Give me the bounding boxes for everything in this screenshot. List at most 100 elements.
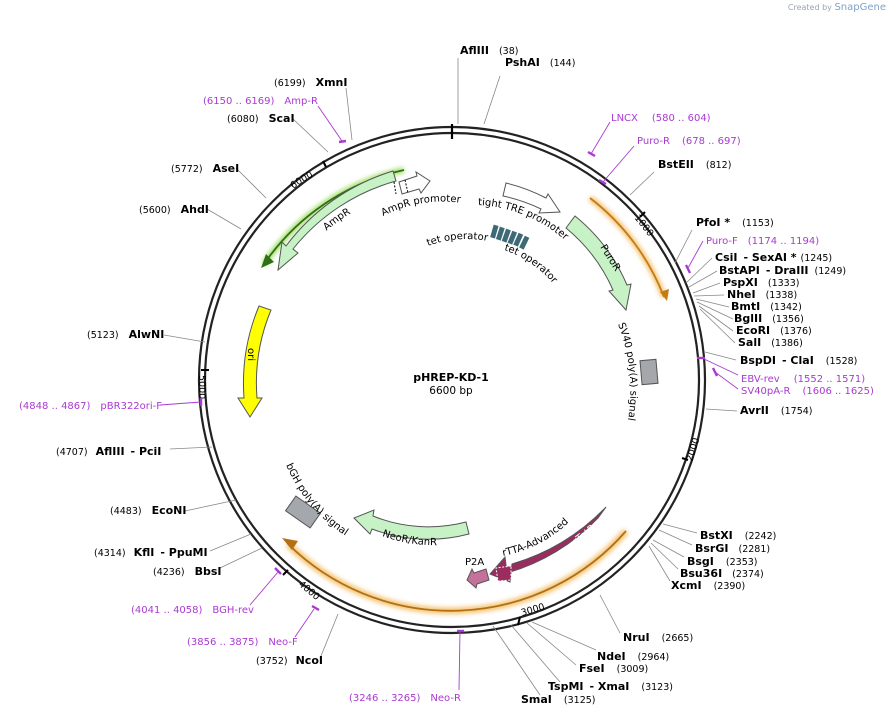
primer-lncx-range: (580 .. 604): [652, 113, 711, 124]
primer-neo-f-range: (3856 .. 3875): [187, 637, 259, 648]
tet-operator-block: [490, 224, 499, 239]
site-pshAI-pos: (144): [550, 58, 576, 69]
site-nruI-name: NruI: [623, 631, 650, 644]
orf-arcs: [261, 167, 669, 615]
primer-bgh-rev: (4041 .. 4058)BGH-rev: [131, 605, 254, 616]
plasmid-length: 6600 bp: [429, 385, 473, 397]
site-bstAPI-name: BstAPI: [719, 264, 760, 277]
tet-operator-block: [501, 228, 511, 243]
leader-bsu36I: [650, 542, 679, 570]
site-nheI: NheI(1338): [727, 288, 797, 301]
site-bsrGI: BsrGI(2281): [695, 542, 770, 555]
primer-neo-r: (3246 .. 3265)Neo-R: [349, 693, 461, 704]
primer-mark-bgh-rev: [274, 567, 282, 575]
site-bbsI-pos: (4236): [153, 567, 185, 578]
rtta-orf-arrowhead: [282, 538, 298, 550]
primer-puro-r-range: (678 .. 697): [682, 136, 741, 147]
site-csiI-pos: (1245): [801, 253, 833, 264]
site-bsgI: BsgI(2353): [687, 555, 758, 568]
primer-ebv-rev: EBV-rev(1552 .. 1571): [741, 374, 865, 385]
site-bglII-pos: (1356): [772, 314, 804, 325]
restriction-sites: AflIII(38) PshAI(144) BstEII(812) PfoI *…: [56, 44, 857, 706]
site-aseI-pos: (5772): [171, 164, 203, 175]
site-xcmI-pos: (2390): [714, 581, 746, 592]
leader-aseI: [235, 167, 267, 199]
site-smaI-name: SmaI: [521, 693, 552, 706]
site-pspXI: PspXI(1333): [723, 276, 799, 289]
site-alwNI-pos: (5123): [87, 330, 119, 341]
tick-mark-1000: [639, 211, 646, 218]
site-nheI-pos: (1338): [766, 290, 798, 301]
primer-puro-r-name: Puro-R: [637, 136, 670, 147]
site-aflIII-2-pos: (4707): [56, 447, 88, 458]
site-tspMI: TspMI- XmaI(3123): [548, 680, 673, 693]
site-xmaI-name: - XmaI: [590, 680, 630, 693]
primer-neo-r-range: (3246 .. 3265): [349, 693, 421, 704]
primer-leader-amp-r: [317, 105, 343, 142]
primer-leader-puro-f: [687, 240, 704, 269]
leader-nruI: [599, 594, 621, 634]
site-bbsI: (4236)BbsI: [153, 565, 222, 578]
site-scaI: (6080)ScaI: [227, 112, 295, 125]
label-p2a: P2A: [465, 557, 484, 568]
tet-operator-block: [519, 235, 530, 250]
leader-bsrGI: [658, 529, 693, 546]
site-ahdI-pos: (5600): [139, 205, 171, 216]
site-xcmI-name: XcmI: [671, 579, 702, 592]
coordinate-ticks: 1000 2000 3000 4000 5000 6000: [196, 160, 702, 626]
leader-ndeI: [531, 621, 597, 651]
credit-prefix: Created by: [787, 3, 832, 12]
primer-mark-puro-r: [598, 178, 607, 186]
site-alwNI-name: AlwNI: [129, 328, 165, 341]
site-fseI-name: FseI: [579, 662, 605, 675]
leader-ncoI: [320, 613, 339, 657]
site-pshAI-name: PshAI: [505, 56, 540, 69]
tet-operator-block: [495, 226, 505, 241]
site-bmtI-pos: (1342): [770, 302, 802, 313]
credit-brand: SnapGene: [834, 2, 886, 13]
site-pshAI: PshAI (144): [505, 56, 575, 69]
site-avrII: AvrII(1754): [740, 404, 813, 417]
label-ampr-promoter: AmpR promoter: [379, 193, 462, 218]
site-aflIII-pciI: (4707)AflIII- PciI: [56, 445, 161, 458]
primer-lncx-name: LNCX: [611, 113, 638, 124]
primer-lncx: LNCX (580 .. 604): [611, 113, 711, 124]
site-ncoI-pos: (3752): [256, 656, 288, 667]
primer-leader-bgh-rev: [249, 571, 279, 606]
site-xcmI: XcmI (2390): [671, 579, 745, 592]
site-csiI: CsiI- SexAI *(1245): [715, 251, 832, 264]
site-sexAI-name: - SexAI *: [743, 251, 796, 264]
site-claI-name: - ClaI: [782, 354, 814, 367]
leader-pfoI: [674, 229, 693, 264]
leader-csiI: [685, 257, 713, 284]
primer-labels: LNCX(580 .. 604) Puro-R(678 .. 697) Puro…: [19, 96, 874, 704]
site-nruI: NruI(2665): [623, 631, 693, 644]
site-bsgI-pos: (2353): [726, 557, 758, 568]
site-bmtI-name: BmtI: [731, 300, 760, 313]
leader-bsgI: [652, 539, 685, 558]
bgh-polya-box: [284, 495, 322, 529]
leader-bbsI: [219, 547, 263, 569]
primer-leader-neo-r: [458, 630, 461, 691]
site-smaI-pos: (3125): [564, 695, 596, 706]
ampr-divider-1: [393, 181, 397, 195]
site-ncoI-name: NcoI: [296, 654, 323, 667]
leader-scaI: [291, 117, 329, 153]
site-bstAPI: BstAPI- DraIII(1249): [719, 264, 846, 277]
tet-operator-block: [507, 230, 518, 245]
primer-mark-neo-f: [311, 604, 320, 612]
primer-pbr322ori-f-range: (4848 .. 4867): [19, 401, 91, 412]
rtta-orf-arc: [287, 530, 627, 612]
backbone: [197, 124, 707, 635]
leader-ahdI: [206, 208, 242, 230]
site-scaI-pos: (6080): [227, 114, 259, 125]
site-ncoI: (3752) NcoI: [256, 654, 323, 667]
site-aflIII-name: AflIII: [460, 44, 489, 57]
label-tet-operator-1: tet operator: [425, 231, 489, 249]
tick-mark-6000: [322, 160, 327, 168]
site-aseI: (5772)AseI: [171, 162, 239, 175]
site-ndeI-pos: (2964): [638, 652, 670, 663]
site-fseI-pos: (3009): [617, 664, 649, 675]
leader-xmnI: [345, 87, 353, 141]
site-pspXI-pos: (1333): [768, 278, 800, 289]
